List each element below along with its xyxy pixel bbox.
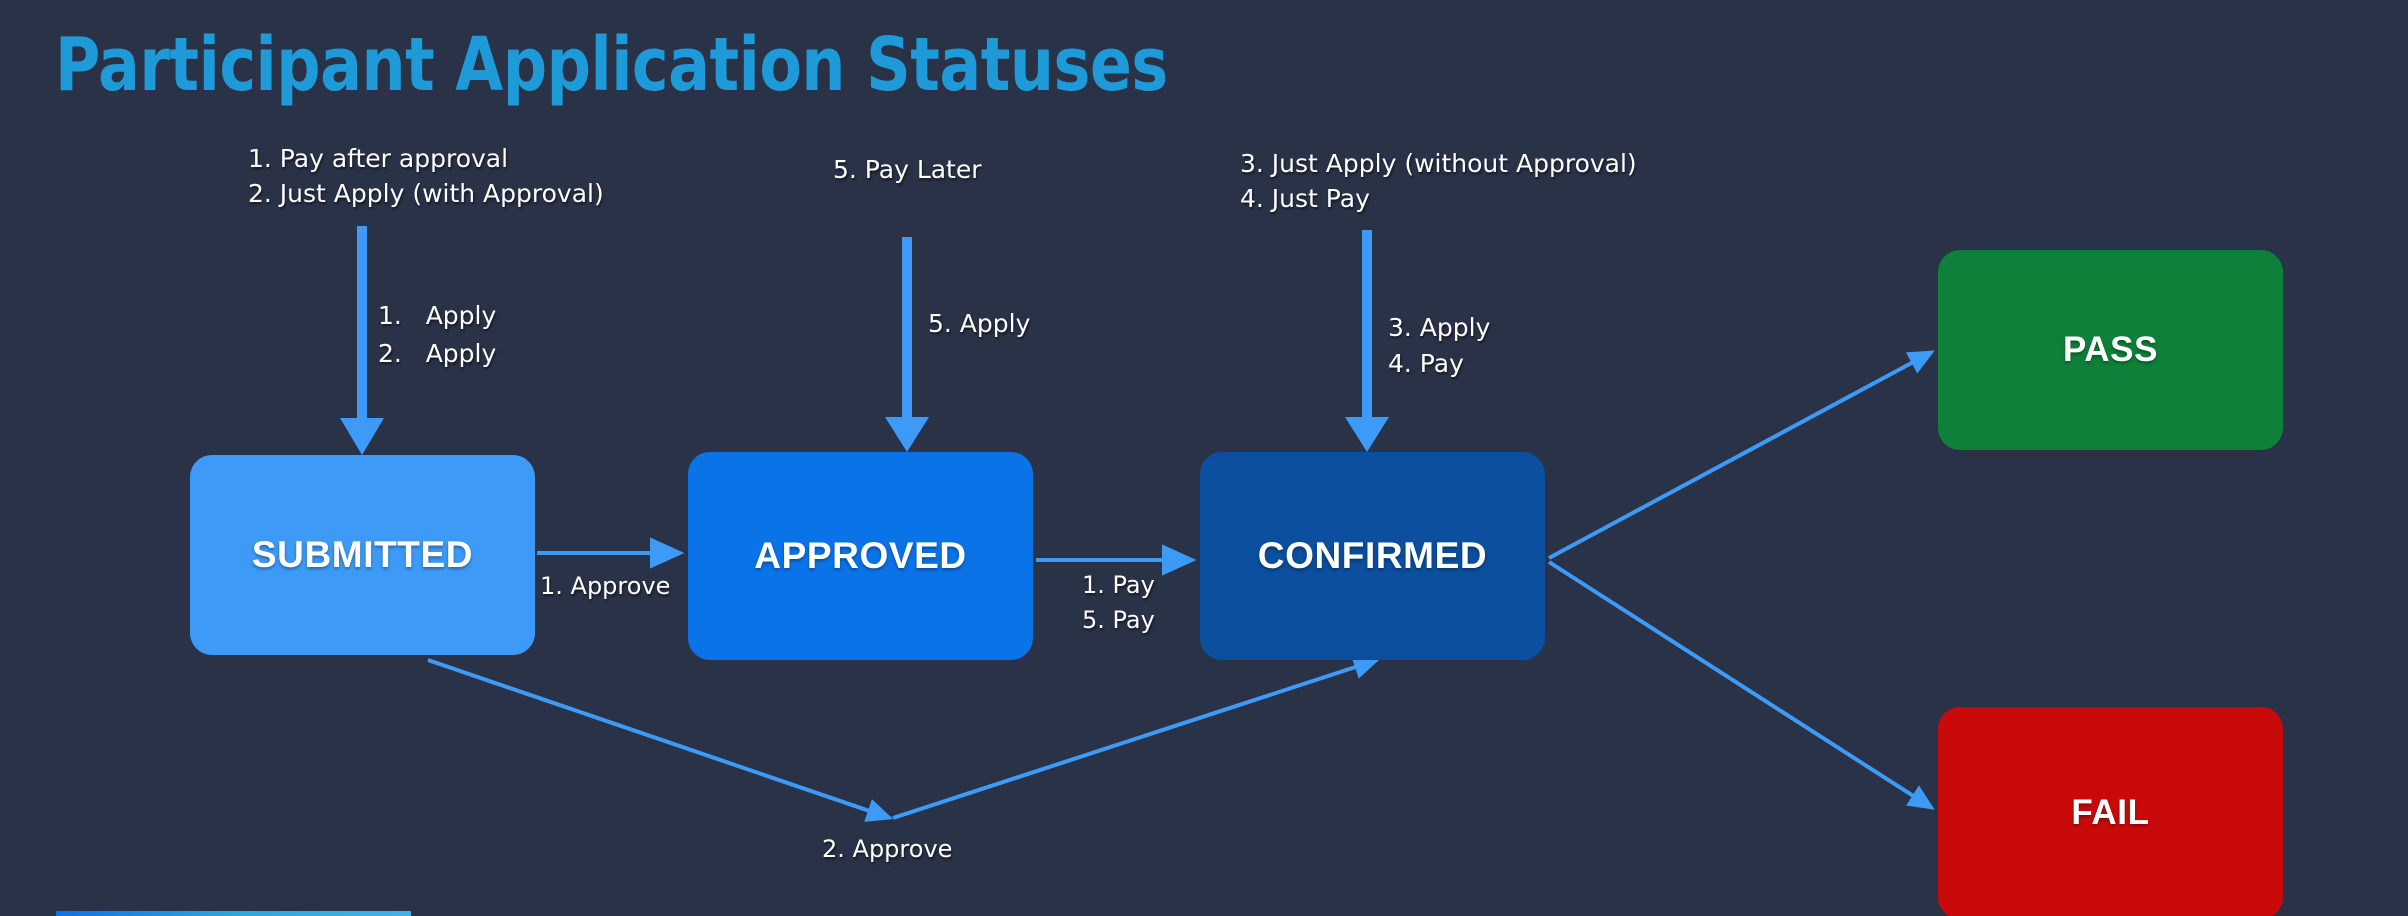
arrow-entry-approved: [885, 237, 929, 452]
status-box-submitted[interactable]: SUBMITTED: [190, 455, 535, 655]
entry-note-confirmed: 3. Just Apply (without Approval) 4. Just…: [1240, 149, 1637, 213]
status-box-pass[interactable]: PASS: [1938, 250, 2283, 450]
arrow-label-to-confirmed: 3. Apply 4. Pay: [1388, 313, 1491, 379]
entry-note-submitted: 1. Pay after approval 2. Just Apply (wit…: [248, 144, 604, 208]
arrow-label-submitted-to-approved: 1. Approve: [540, 572, 671, 600]
status-box-approved[interactable]: APPROVED: [688, 452, 1033, 660]
arrow-entry-confirmed: [1345, 230, 1389, 452]
status-label-submitted: SUBMITTED: [251, 534, 474, 575]
arrow-label-approved-to-confirmed: 1. Pay 5. Pay: [1082, 571, 1155, 634]
status-label-approved: APPROVED: [754, 535, 967, 576]
arrow-confirmed-to-pass: [1548, 350, 1935, 560]
entry-note-approved: 5. Pay Later: [833, 155, 982, 184]
status-label-pass: PASS: [2062, 330, 2159, 369]
arrow-submitted-to-vertex: [427, 658, 894, 822]
page-title: Participant Application Statuses: [55, 22, 1168, 108]
arrow-label-to-submitted: 1. Apply 2. Apply: [378, 301, 497, 368]
status-box-confirmed[interactable]: CONFIRMED: [1200, 452, 1545, 660]
bottom-accent-bar: [56, 911, 411, 916]
arrow-label-submitted-to-confirmed: 2. Approve: [822, 835, 953, 863]
status-box-fail[interactable]: FAIL: [1938, 707, 2283, 916]
arrow-confirmed-to-fail: [1547, 560, 1935, 810]
status-label-confirmed: CONFIRMED: [1257, 535, 1488, 576]
arrow-label-to-approved: 5. Apply: [928, 309, 1031, 338]
status-label-fail: FAIL: [2071, 793, 2150, 832]
arrow-vertex-to-confirmed: [892, 655, 1381, 820]
